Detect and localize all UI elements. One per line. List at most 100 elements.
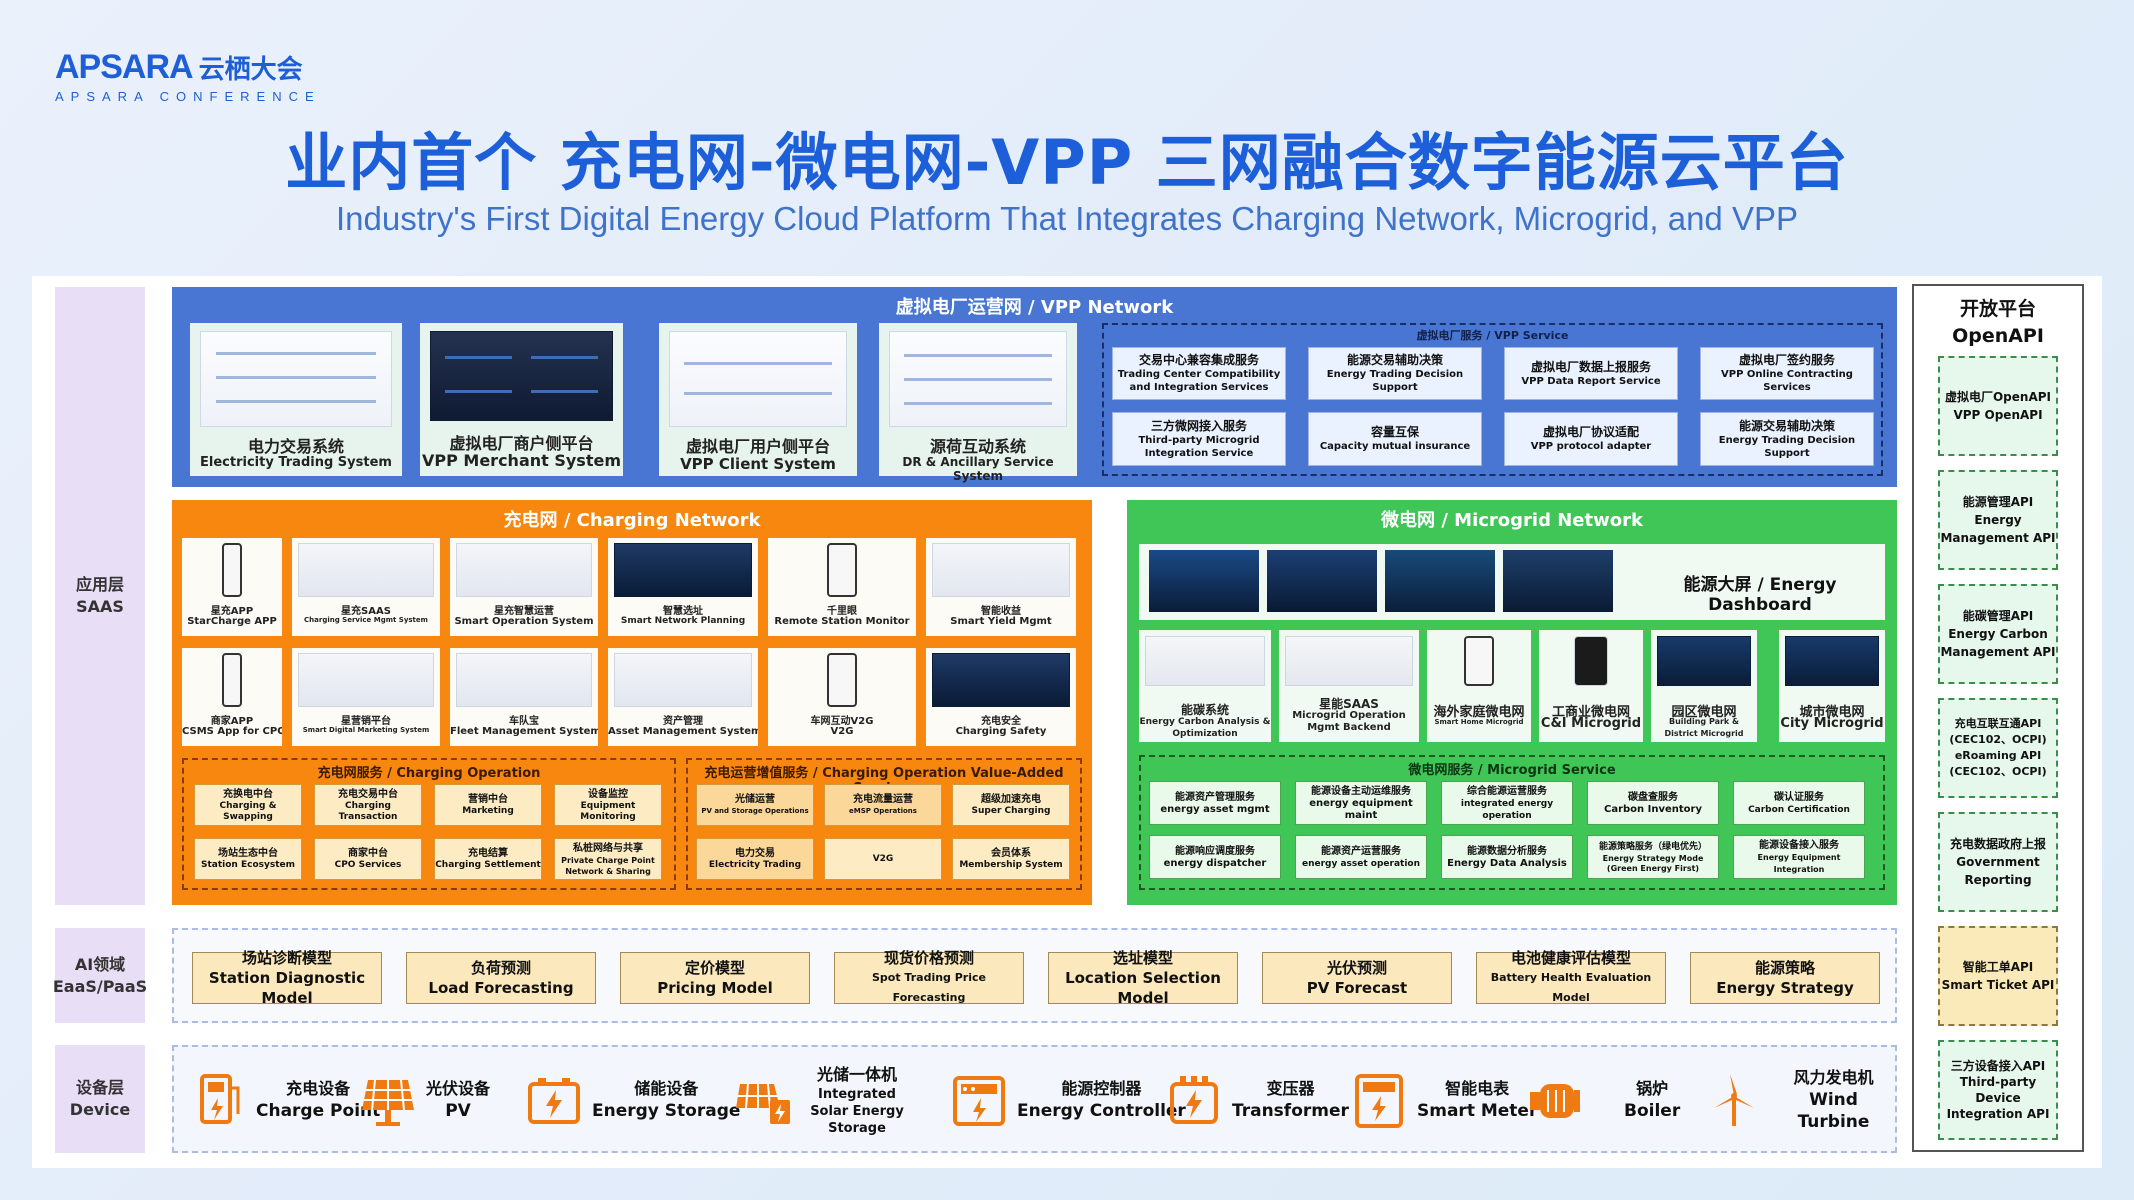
api-line: 虚拟电厂OpenAPI — [1944, 390, 2052, 404]
app-en: Asset Management System — [608, 726, 758, 737]
openapi-item[interactable]: 充电互联互通API (CEC102、OCPI) eRoaming API (CE… — [1938, 698, 2058, 798]
device-en: Transformer — [1232, 1101, 1349, 1121]
openapi-item[interactable]: 智能工单API Smart Ticket API — [1938, 926, 2058, 1026]
microgrid-service-title: 微电网服务 / Microgrid Service — [1408, 763, 1616, 778]
service-cn: 虚拟电厂协议适配 — [1542, 425, 1639, 439]
op-en: Marketing — [462, 806, 514, 816]
vpp-network-title: 虚拟电厂运营网 / VPP Network — [895, 297, 1174, 318]
openapi-item[interactable]: 虚拟电厂OpenAPI VPP OpenAPI — [1938, 356, 2058, 456]
openapi-item[interactable]: 能碳管理API Energy Carbon Management API — [1938, 584, 2058, 684]
vpp-system-card[interactable]: 源荷互动系统 DR & Ancillary Service System — [879, 323, 1077, 483]
layer-app-cn: 应用层 — [75, 575, 124, 594]
vpp-system-name-en: Electricity Trading System — [200, 455, 392, 470]
vpp-system-card[interactable]: 虚拟电厂商户侧平台 VPP Merchant System — [420, 323, 623, 476]
app-cn: 工商业微电网 — [1551, 705, 1630, 720]
service-cn: 能源响应调度服务 — [1175, 845, 1255, 857]
microgrid-service-item[interactable]: 能源策略服务（绿电优先）Energy Strategy Mode (Green … — [1587, 835, 1719, 879]
app-cn: 资产管理 — [663, 716, 703, 727]
openapi-item[interactable]: 充电数据政府上报 Government Reporting — [1938, 812, 2058, 912]
energy-dashboard-card[interactable]: 能源大屏 / Energy Dashboard — [1139, 544, 1885, 620]
model-en: Location Selection Model — [1065, 969, 1221, 1007]
vpp-system-card[interactable]: 电力交易系统 Electricity Trading System — [190, 323, 402, 476]
openapi-item[interactable]: 能源管理API Energy Management API — [1938, 470, 2058, 570]
charging-va-item[interactable]: V2G — [824, 838, 942, 880]
openapi-item[interactable]: 三方设备接入API Third-party Device Integration… — [1938, 1040, 2058, 1140]
api-line: Government — [1956, 855, 2040, 869]
api-line: Device — [1975, 1091, 2021, 1105]
vpp-system-card[interactable]: 虚拟电厂用户侧平台 VPP Client System — [659, 323, 857, 476]
op-cn: 设备监控 — [588, 788, 628, 800]
app-en: Smart Yield Mgmt — [950, 616, 1052, 627]
app-screenshot — [614, 653, 752, 707]
va-cn: 光储运营 — [735, 794, 775, 805]
api-line: Reporting — [1964, 873, 2032, 887]
openapi-title-cn: 开放平台 — [1959, 298, 2036, 320]
